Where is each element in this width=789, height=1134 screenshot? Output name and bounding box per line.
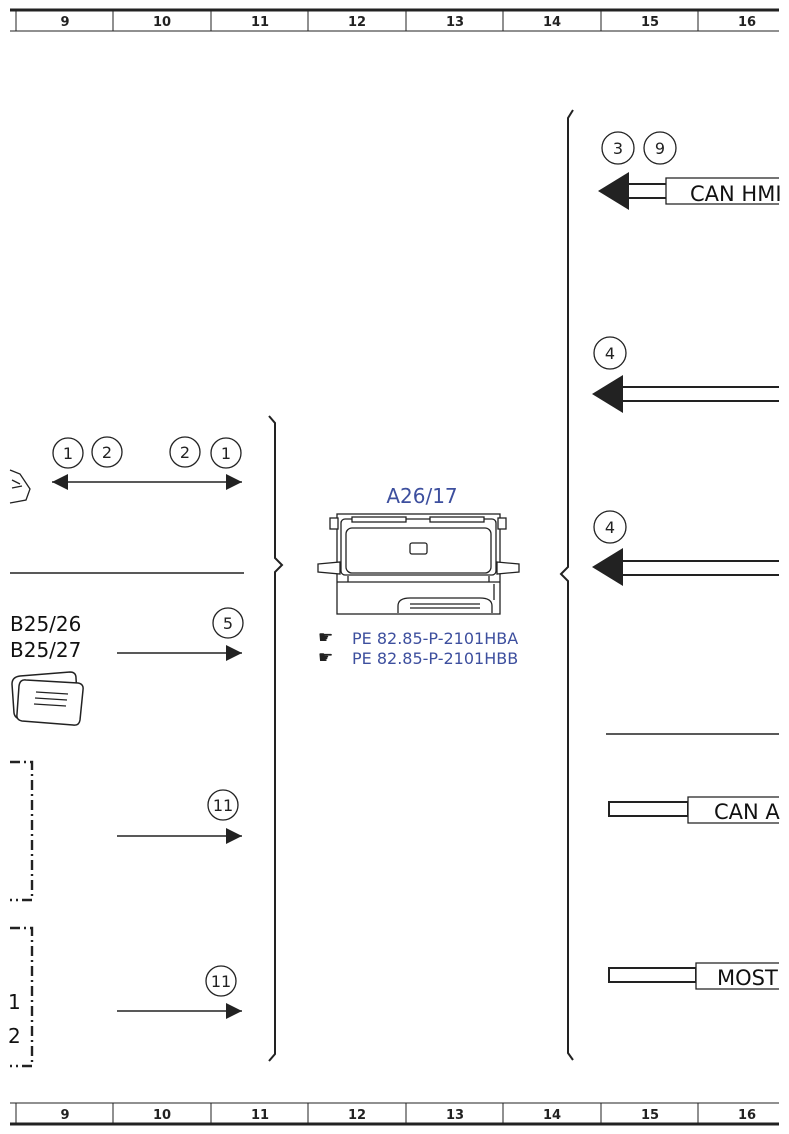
marker-11-lower: 11 [205,965,237,997]
dashdot-box-1 [10,760,34,902]
left-brace [268,415,284,1062]
component-label: A26/17 [386,484,457,508]
grid-col-9-bottom: 9 [60,1108,69,1123]
bus-arrow-3 [592,548,779,586]
grid-col-11-bottom: 11 [251,1108,269,1123]
bus-label-can-a: CAN A [714,800,780,824]
box-2-label-1: 1 [8,990,21,1014]
grid-col-12-bottom: 12 [348,1108,366,1123]
box-2-label-2: 2 [8,1024,21,1048]
marker-4-upper: 4 [593,336,627,370]
svg-text:9: 9 [655,139,665,158]
svg-text:2: 2 [102,443,112,462]
can-a-bus [608,796,779,824]
svg-text:2: 2 [180,443,190,462]
reference-2: ☛ PE 82.85-P-2101HBB [318,648,518,668]
svg-text:11: 11 [213,796,233,815]
grid-col-13: 13 [446,15,464,30]
marker-9: 9 [643,131,677,165]
grid-col-13-bottom: 13 [446,1108,464,1123]
svg-text:1: 1 [63,444,73,463]
marker-5: 5 [212,607,244,639]
connector-b25-26: B25/26 [10,612,81,636]
connector-b25-27: B25/27 [10,638,81,662]
grid-col-10: 10 [153,15,171,30]
bus-arrow-2 [592,375,779,413]
grid-col-12: 12 [348,15,366,30]
svg-text:4: 4 [605,344,615,363]
grid-col-11: 11 [251,15,269,30]
grid-ruler-top: 9 10 11 12 13 14 15 16 [10,8,779,32]
svg-text:1: 1 [221,444,231,463]
svg-text:5: 5 [223,614,233,633]
bus-label-can-hmi: CAN HMI [690,182,782,206]
grid-col-10-bottom: 10 [153,1108,171,1123]
partial-unit-icon [9,469,31,504]
svg-text:PE 82.85-P-2101HBA: PE 82.85-P-2101HBA [352,629,518,648]
marker-1-right: 1 [210,437,242,469]
grid-col-15-bottom: 15 [641,1108,659,1123]
marker-2-right: 2 [169,436,201,468]
grid-col-16: 16 [738,15,756,30]
marker-2-left: 2 [91,436,123,468]
grid-col-14: 14 [543,15,561,30]
marker-1-left: 1 [52,437,84,469]
reference-1: ☛ PE 82.85-P-2101HBA [318,628,518,648]
control-unit-drawing [317,513,520,615]
svg-text:3: 3 [613,139,623,158]
grid-col-16-bottom: 16 [738,1108,756,1123]
pointing-hand-icon-2: ☛ [318,648,333,668]
svg-text:4: 4 [605,518,615,537]
can-hmi-bus-arrow [598,172,779,210]
marker-4-lower: 4 [593,510,627,544]
svg-text:PE 82.85-P-2101HBB: PE 82.85-P-2101HBB [352,649,518,668]
svg-text:11: 11 [211,972,231,991]
pointing-hand-icon: ☛ [318,628,333,648]
marker-11-upper: 11 [207,789,239,821]
most-bus [608,962,779,990]
grid-col-15: 15 [641,15,659,30]
speaker-unit-icon [11,671,84,726]
right-brace [559,109,574,1061]
grid-ruler-bottom: 9 10 11 12 13 14 15 16 [10,1102,779,1126]
marker-3: 3 [601,131,635,165]
grid-col-9: 9 [60,15,69,30]
grid-col-14-bottom: 14 [543,1108,561,1123]
bus-label-most: MOST [717,966,778,990]
